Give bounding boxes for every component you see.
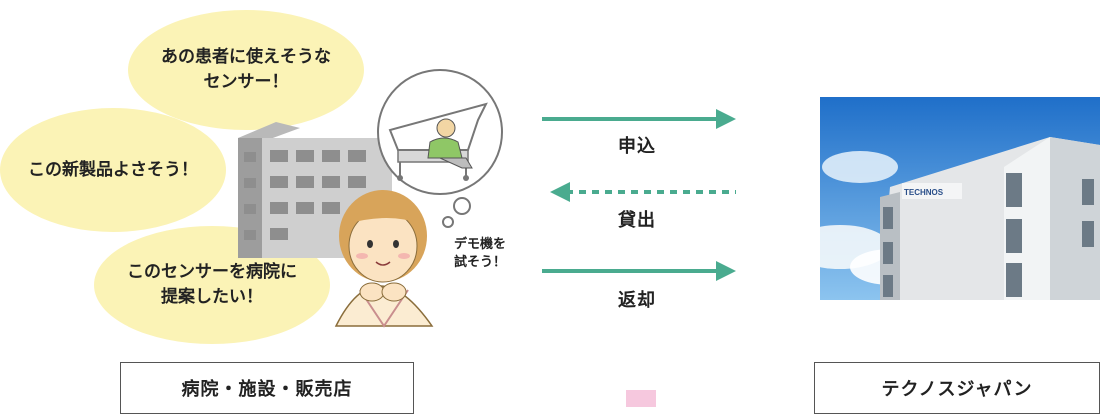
hospital-label: 病院・施設・販売店 bbox=[120, 362, 414, 414]
flow-arrows bbox=[542, 109, 736, 281]
company-label: テクノスジャパン bbox=[814, 362, 1100, 414]
speech-bubble-middle: この新製品よさそう！ bbox=[0, 108, 226, 232]
building-sign-text: TECHNOS bbox=[904, 188, 944, 197]
arrow-lend-icon bbox=[550, 182, 736, 202]
speech-bubble-top: あの患者に使えそうな センサー！ bbox=[128, 10, 364, 130]
company-building-photo: TECHNOS bbox=[820, 97, 1100, 300]
pink-marker bbox=[626, 390, 656, 407]
nurse-icon bbox=[334, 190, 434, 328]
patient-thought-bubble-icon bbox=[377, 69, 503, 228]
hospital-illustration bbox=[238, 69, 503, 328]
arrow-apply-icon bbox=[542, 109, 736, 129]
nurse-speech-text: デモ機を 試そう！ bbox=[453, 237, 506, 270]
arrow-return-icon bbox=[542, 261, 736, 281]
arrow-label-return: 返却 bbox=[618, 290, 656, 311]
arrow-label-apply: 申込 bbox=[618, 136, 656, 157]
arrow-label-lend: 貸出 bbox=[618, 210, 656, 231]
